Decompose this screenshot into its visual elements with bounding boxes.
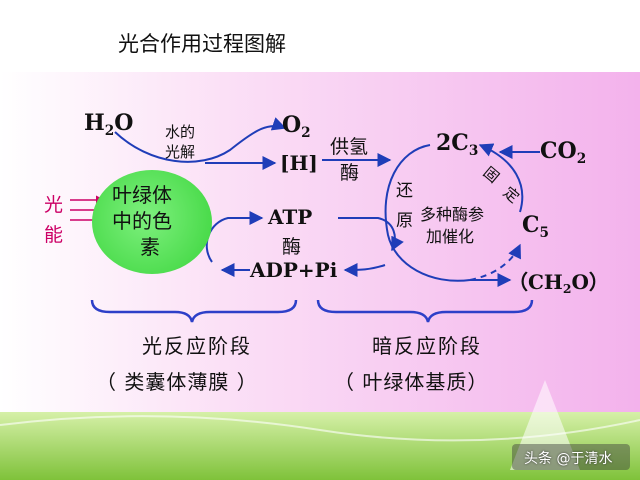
pigment-line-1: 叶绿体 — [112, 183, 172, 207]
enzyme-label: 酶 — [282, 236, 302, 258]
multi-enzyme-line-1: 多种酶参 — [420, 205, 485, 224]
supply-hydrogen-label: 供氢 酶 — [330, 134, 368, 186]
atp-label: ATP — [268, 205, 313, 229]
light-energy-label: 光 能 — [44, 190, 63, 250]
c3-label: 2C3 — [436, 130, 479, 159]
h2o-label: H2O — [84, 110, 134, 139]
atp-to-cycle-arrow — [338, 217, 404, 252]
co2-label: CO2 — [540, 138, 587, 167]
reduction-char-1: 还 — [396, 181, 413, 201]
o2-label: O2 — [282, 112, 311, 141]
reduction-arc — [384, 144, 471, 282]
watermark-background — [512, 444, 630, 470]
pigment-circle — [92, 170, 212, 274]
supply-hydrogen-line-1: 供氢 — [330, 136, 369, 158]
reduction-char-2: 原 — [396, 211, 413, 231]
supply-hydrogen-line-2: 酶 — [340, 162, 360, 184]
photolysis-line-2: 光解 — [165, 143, 196, 161]
watermark: 头条 @于清水 — [524, 451, 613, 467]
dark-stage-label: 暗反应阶段 — [372, 334, 482, 358]
pigment-line-2: 中的色 — [112, 209, 172, 233]
light-stage-label: 光反应阶段 — [142, 334, 252, 358]
ch2o-label: （CH2O） — [508, 270, 609, 297]
pigment-label: 叶绿体 中的色 素 — [112, 182, 172, 260]
photolysis-arrow — [114, 117, 287, 163]
fixation-arc — [478, 143, 524, 213]
sailboat-decoration — [510, 380, 580, 470]
multi-enzyme-line-2: 加催化 — [426, 227, 475, 246]
light-char-2: 能 — [44, 224, 64, 246]
dark-location-label: （ 叶绿体基质） — [334, 370, 489, 394]
h-label: [H] — [280, 151, 318, 175]
c5-label: C5 — [522, 212, 549, 241]
dark-stage-bracket — [316, 299, 534, 323]
multi-enzyme-label: 多种酶参 加催化 — [420, 204, 484, 248]
photolysis-line-1: 水的 — [165, 123, 196, 141]
grass-decoration — [0, 412, 640, 480]
reduction-label: 还 原 — [396, 176, 413, 236]
pigment-line-3: 素 — [140, 235, 160, 259]
adp-return-arrow — [343, 262, 386, 277]
photolysis-label: 水的 光解 — [165, 122, 195, 162]
adp-label: ADP+Pi — [250, 258, 338, 282]
page-title: 光合作用过程图解 — [118, 32, 286, 56]
regeneration-arc — [469, 243, 521, 281]
light-location-label: （ 类囊体薄膜 ） — [96, 370, 258, 394]
light-char-1: 光 — [44, 194, 64, 216]
light-stage-bracket — [90, 299, 298, 323]
